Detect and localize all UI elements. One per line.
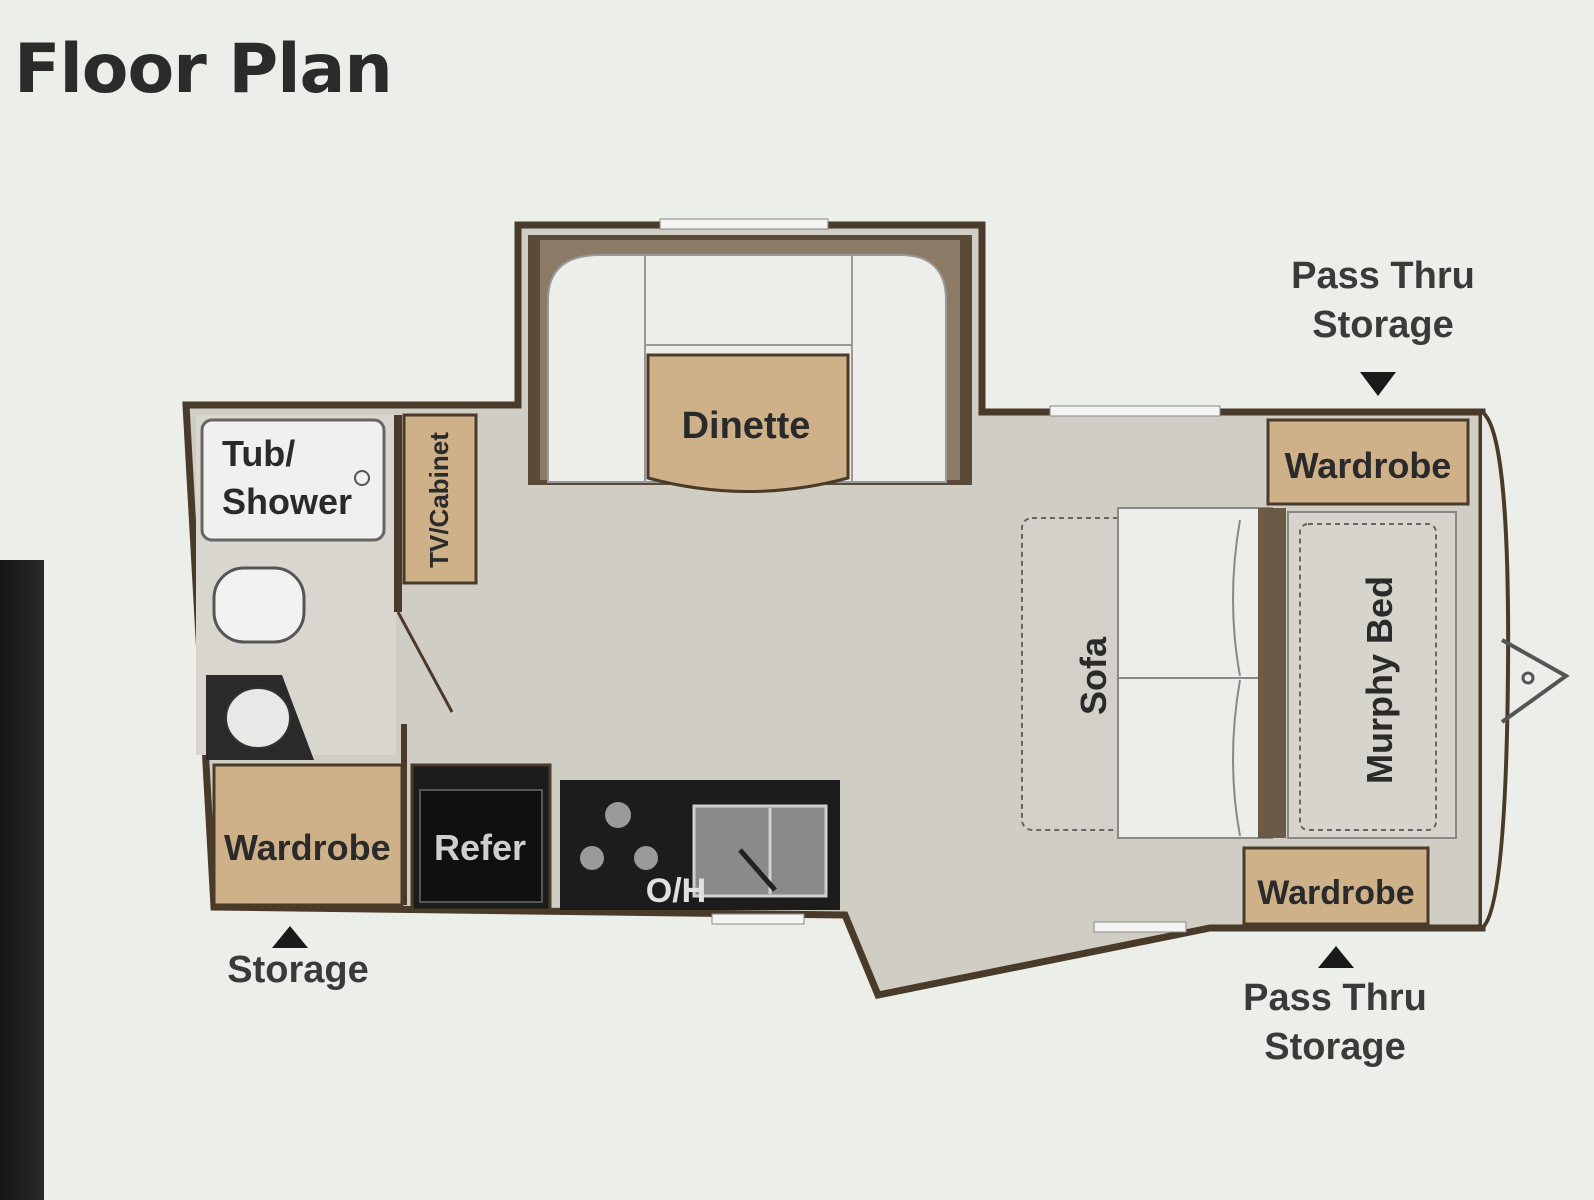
front-wardrobe-top: Wardrobe: [1266, 418, 1470, 506]
pass-thru-storage-bottom-label: Pass Thru Storage: [1220, 974, 1450, 1073]
kitchen-counter: O/H: [560, 780, 840, 910]
murphy-bed-label: Murphy Bed: [1359, 576, 1400, 784]
pass-thru-top-line2: Storage: [1312, 304, 1454, 347]
pass-thru-storage-top-label: Pass Thru Storage: [1268, 252, 1498, 351]
pass-thru-bottom-line2: Storage: [1264, 1026, 1406, 1069]
burner: [580, 846, 604, 870]
arrow-down-icon: [1360, 372, 1396, 396]
front-wardrobe-top-label: Wardrobe: [1285, 445, 1452, 486]
monitor-bezel: [0, 560, 44, 1200]
front-wardrobe-bottom: Wardrobe: [1242, 846, 1430, 926]
rear-wardrobe-label: Wardrobe: [224, 827, 391, 868]
tub-shower-label-line2: Shower: [222, 481, 352, 522]
dinette-table: [646, 353, 850, 493]
page-title: Floor Plan: [14, 30, 393, 109]
burner: [634, 846, 658, 870]
arrow-up-icon: [1318, 946, 1354, 968]
pass-thru-bottom-line1: Pass Thru: [1243, 977, 1427, 1019]
tv-cabinet-label: TV/Cabinet: [424, 432, 454, 568]
toilet: [212, 566, 306, 644]
refrigerator: Refer: [410, 763, 552, 912]
bathroom: Tub/ Shower: [196, 415, 454, 905]
tv-cabinet: TV/Cabinet: [402, 413, 478, 585]
burner: [605, 802, 631, 828]
refer-label: Refer: [434, 827, 526, 868]
pass-thru-top-line1: Pass Thru: [1291, 255, 1475, 297]
sofa-label: Sofa: [1073, 636, 1114, 715]
front-wardrobe-bottom-label: Wardrobe: [1257, 874, 1414, 912]
rear-wardrobe: Wardrobe: [212, 763, 404, 907]
dinette-label: Dinette: [682, 405, 811, 447]
storage-bottom-left-label: Storage: [227, 949, 369, 991]
sink: [225, 687, 291, 749]
overhead-label: O/H: [646, 872, 706, 910]
arrow-up-icon: [272, 926, 308, 948]
tub-shower-label-line1: Tub/: [222, 433, 295, 474]
kitchen-sink: [692, 804, 828, 898]
sofa-murphy-bed: Sofa Murphy Bed: [1021, 507, 1457, 839]
dinette-area: Dinette: [528, 235, 972, 493]
